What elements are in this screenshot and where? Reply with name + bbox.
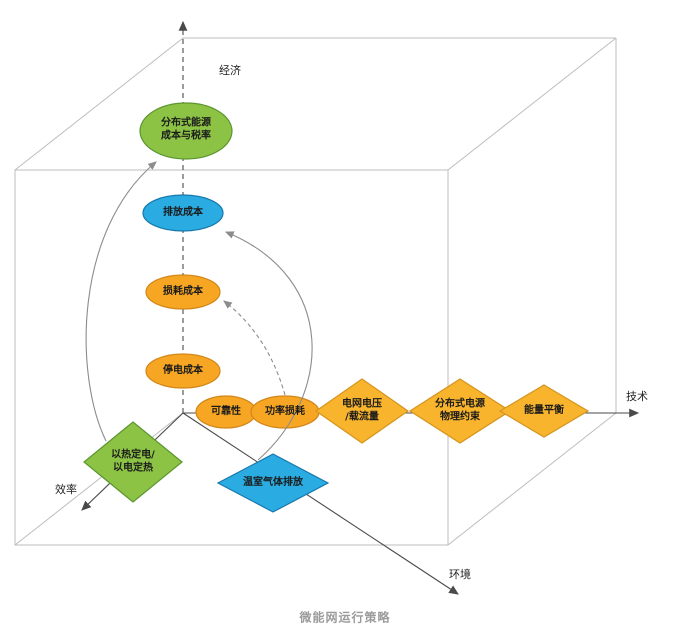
node-outage-cost-ellipse [145,353,221,389]
node-der-physical-constraint-label: 分布式电源 物理约束 [435,398,485,423]
node-outage-cost-label: 停电成本 [163,364,203,376]
technology-axis-label: 技术 [626,390,648,403]
node-grid-voltage-diamond [314,378,410,444]
curve-greenhouse-to-emissioncost [224,231,313,461]
node-energy-balance-label: 能量平衡 [524,404,564,416]
node-grid-voltage-label: 电网电压 /载流量 [342,398,382,423]
node-loss-cost-label: 损耗成本 [163,285,203,297]
environment-axis-label: 环境 [449,568,471,581]
node-heat-power-determination-label: 以热定电/ 以电定热 [111,449,155,474]
node-der-cost-tax-ellipse [139,102,233,160]
node-emission-cost-ellipse [142,194,224,232]
node-reliability-label: 可靠性 [211,405,241,417]
diagram-caption: 微能网运行策略 [299,610,391,625]
economy-axis-label: 经济 [219,64,241,77]
node-greenhouse-gas-label: 温室气体排放 [243,476,303,488]
technology-nodes [195,378,590,444]
environment-axis [182,412,459,595]
node-greenhouse-gas-diamond [216,453,330,513]
node-emission-cost-label: 排放成本 [163,206,203,218]
cube-depth-edges [14,37,617,546]
curve-powerloss-to-losscost-dashed [223,300,286,396]
cube-wireframe [14,37,617,546]
node-power-loss-label: 功率损耗 [265,405,305,417]
relation-curves [85,161,313,461]
node-energy-balance-diamond [498,384,590,438]
node-der-physical-constraint-diamond [408,378,512,444]
efficiency-axis-label: 效率 [55,483,77,496]
curve-heatpower-to-dercost [85,161,157,442]
economy-nodes [139,102,233,389]
node-der-cost-tax-label: 分布式能源 成本与税率 [161,117,211,142]
node-heat-power-determination-diamond [83,421,183,503]
node-loss-cost-ellipse [145,274,221,310]
lower-nodes [83,421,330,513]
